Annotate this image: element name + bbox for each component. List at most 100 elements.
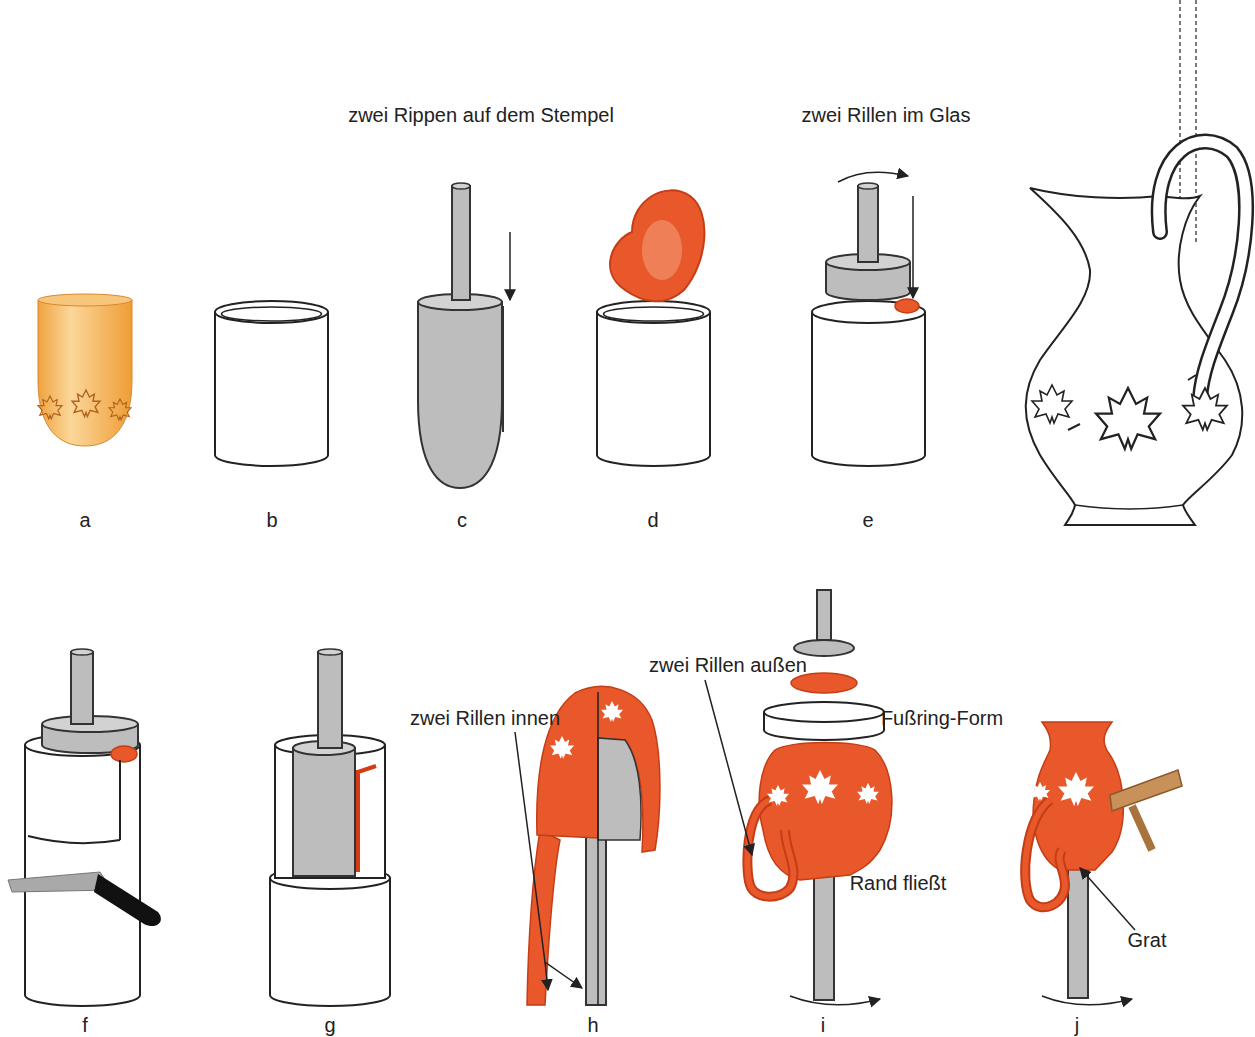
- annotation-label: zwei Rillen innen: [410, 707, 560, 729]
- annotation-label: Rand fließt: [850, 872, 947, 894]
- finished-jug-part: [1075, 505, 1183, 509]
- pressing-step-part: [912, 196, 914, 298]
- foot-ring-step-part: [747, 800, 793, 897]
- section-view-part: [550, 736, 574, 759]
- annotation-label: Grat: [1128, 929, 1167, 951]
- mould-with-gob-part: [597, 312, 710, 466]
- cutting-step-part: [71, 649, 93, 655]
- step-letter: e: [862, 509, 873, 531]
- mould-cylinder-part: [222, 307, 322, 321]
- cut-mould-part: [270, 878, 390, 1006]
- mould-cylinder-part: [215, 312, 328, 466]
- finished-jug-part: [1159, 142, 1246, 398]
- plunger-part: [452, 186, 470, 300]
- step-letter: b: [266, 509, 277, 531]
- foot-ring-step-part: [705, 680, 752, 855]
- foot-ring-step-part: [791, 673, 857, 693]
- mould-with-gob-part: [610, 190, 704, 301]
- finishing-step-part: [1058, 772, 1094, 806]
- foot-ring-step-part: [747, 800, 793, 897]
- glass-cup: [38, 294, 132, 446]
- section-view-part: [601, 701, 623, 722]
- foot-ring-step-part: [794, 640, 854, 656]
- pressing-step-part: [858, 186, 878, 262]
- cut-mould-part: [275, 745, 385, 878]
- glass-cup-part: [38, 300, 132, 446]
- cutting-step-part: [71, 652, 93, 724]
- foot-ring-step-part: [817, 590, 831, 640]
- plunger-part: [502, 306, 504, 432]
- pressing-step-part: [838, 172, 908, 182]
- step-letter: g: [324, 1014, 335, 1036]
- plunger: [418, 183, 510, 488]
- foot-ring-step-part: [767, 785, 789, 806]
- section-view-part: [597, 692, 599, 1005]
- mould-cylinder-part: [215, 301, 328, 323]
- step-letter: i: [821, 1014, 825, 1036]
- finishing-step-part: [1025, 800, 1065, 907]
- cutting-step-part: [28, 836, 120, 843]
- step-letter: a: [79, 509, 90, 531]
- finishing-step-part: [1068, 866, 1088, 998]
- finishing-step-part: [1025, 800, 1065, 907]
- plunger-part: [418, 302, 502, 488]
- finished-jug: [1026, 0, 1246, 525]
- mould-with-gob-part: [642, 220, 682, 280]
- section-view-part: [515, 732, 582, 988]
- section-view: [515, 687, 660, 1005]
- cutting-step: [8, 649, 161, 1006]
- pressing-step-part: [858, 183, 878, 189]
- finished-jug-part: [1195, 0, 1196, 245]
- glass-cup-part: [72, 390, 100, 417]
- finished-jug-part: [1159, 142, 1246, 398]
- glass-cup-part: [109, 399, 131, 420]
- mould-with-gob-part: [597, 301, 710, 323]
- finished-jug-part: [1068, 424, 1080, 430]
- glass-cup-part: [38, 294, 132, 306]
- cutting-step-part: [119, 760, 121, 840]
- foot-ring-step: [705, 590, 892, 1005]
- pressing-step-part: [895, 299, 919, 313]
- cutting-step-part: [111, 746, 137, 762]
- pressing-step: [812, 172, 925, 466]
- annotation-label: zwei Rillen im Glas: [802, 104, 971, 126]
- finishing-step-part: [1030, 782, 1050, 801]
- step-letter: d: [647, 509, 658, 531]
- cut-mould-part: [318, 649, 342, 655]
- finished-jug-part: [1096, 388, 1160, 449]
- finished-jug-part: [1183, 388, 1227, 430]
- finished-jug-part: [1188, 375, 1196, 380]
- finishing-step-part: [1080, 868, 1135, 930]
- mould-cylinder: [215, 301, 328, 466]
- foot-ring-step-part: [857, 783, 879, 804]
- section-view-part: [586, 820, 606, 1005]
- mould-with-gob: [597, 190, 710, 466]
- finishing-step-part: [1132, 806, 1152, 850]
- step-letter: j: [1075, 1014, 1079, 1036]
- finishing-step-part: [1110, 770, 1182, 811]
- plunger-part: [509, 232, 511, 300]
- foot-ring-step-part: [764, 702, 884, 722]
- section-view-part: [598, 738, 641, 840]
- pressing-step-part: [812, 312, 925, 466]
- annotation-label: zwei Rippen auf dem Stempel: [348, 104, 614, 126]
- glass-cup-part: [38, 396, 62, 419]
- foot-ring-step-part: [814, 872, 834, 1000]
- foot-ring-step-part: [759, 743, 892, 881]
- finishing-step: [1025, 722, 1182, 1005]
- annotation-label: zwei Rillen außen: [649, 654, 807, 676]
- annotation-label: Fußring-Form: [881, 707, 1003, 729]
- step-letter: f: [82, 1014, 88, 1036]
- mould-with-gob-part: [604, 307, 704, 321]
- cut-mould: [270, 649, 390, 1006]
- section-view-part: [545, 962, 548, 990]
- step-letter: h: [587, 1014, 598, 1036]
- finished-jug-part: [1032, 385, 1072, 423]
- step-letter: c: [457, 509, 467, 531]
- foot-ring-step-part: [802, 770, 838, 804]
- finishing-step-part: [1042, 996, 1132, 1005]
- foot-ring-step-part: [790, 996, 880, 1005]
- cutting-step-part: [94, 874, 161, 926]
